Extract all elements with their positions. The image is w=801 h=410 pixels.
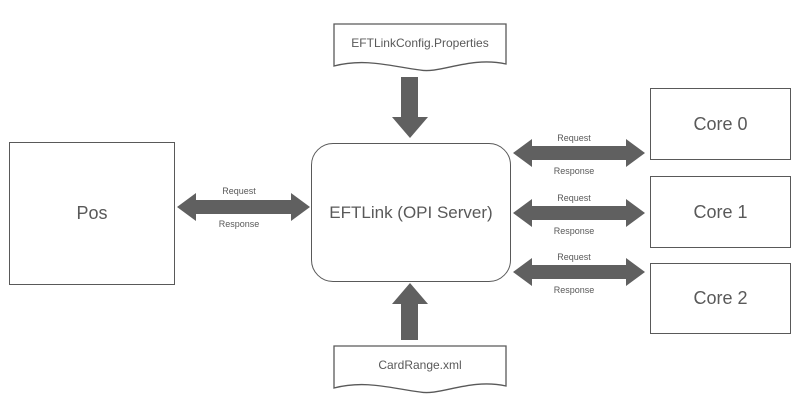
core1-request-label: Request: [557, 193, 591, 203]
cardrange-document-label: CardRange.xml: [378, 358, 462, 372]
config-to-server-arrow: [392, 77, 428, 138]
core1-response-label: Response: [553, 226, 595, 236]
pos-label: Pos: [76, 203, 108, 223]
pos-request-label: Request: [222, 186, 256, 196]
eftlink-server-node: EFTLink (OPI Server): [311, 143, 511, 282]
pos-node: Pos: [9, 142, 175, 285]
cardrange-to-server-arrow: [392, 283, 428, 340]
core1-node: Core 1: [650, 176, 791, 248]
server-core2-double-arrow: [513, 258, 645, 286]
server-core1-double-arrow: [513, 199, 645, 227]
core2-request-label: Request: [557, 252, 591, 262]
core0-label: Core 0: [693, 113, 748, 134]
core2-label: Core 2: [693, 288, 748, 308]
config-document-label: EFTLinkConfig.Properties: [351, 36, 489, 50]
core2-response-label: Response: [553, 285, 595, 295]
core0-response-label: Response: [553, 166, 595, 176]
core1-label: Core 1: [693, 201, 748, 222]
cardrange-document-shape: [333, 345, 507, 394]
core0-node: Core 0: [650, 88, 791, 160]
core2-node: Core 2: [650, 263, 791, 334]
pos-server-double-arrow: [177, 193, 310, 221]
config-document-shape: [333, 23, 507, 72]
server-core0-double-arrow: [513, 139, 645, 167]
pos-response-label: Response: [218, 219, 260, 229]
core0-request-label: Request: [557, 133, 591, 143]
server-label: EFTLink (OPI Server): [329, 202, 493, 222]
